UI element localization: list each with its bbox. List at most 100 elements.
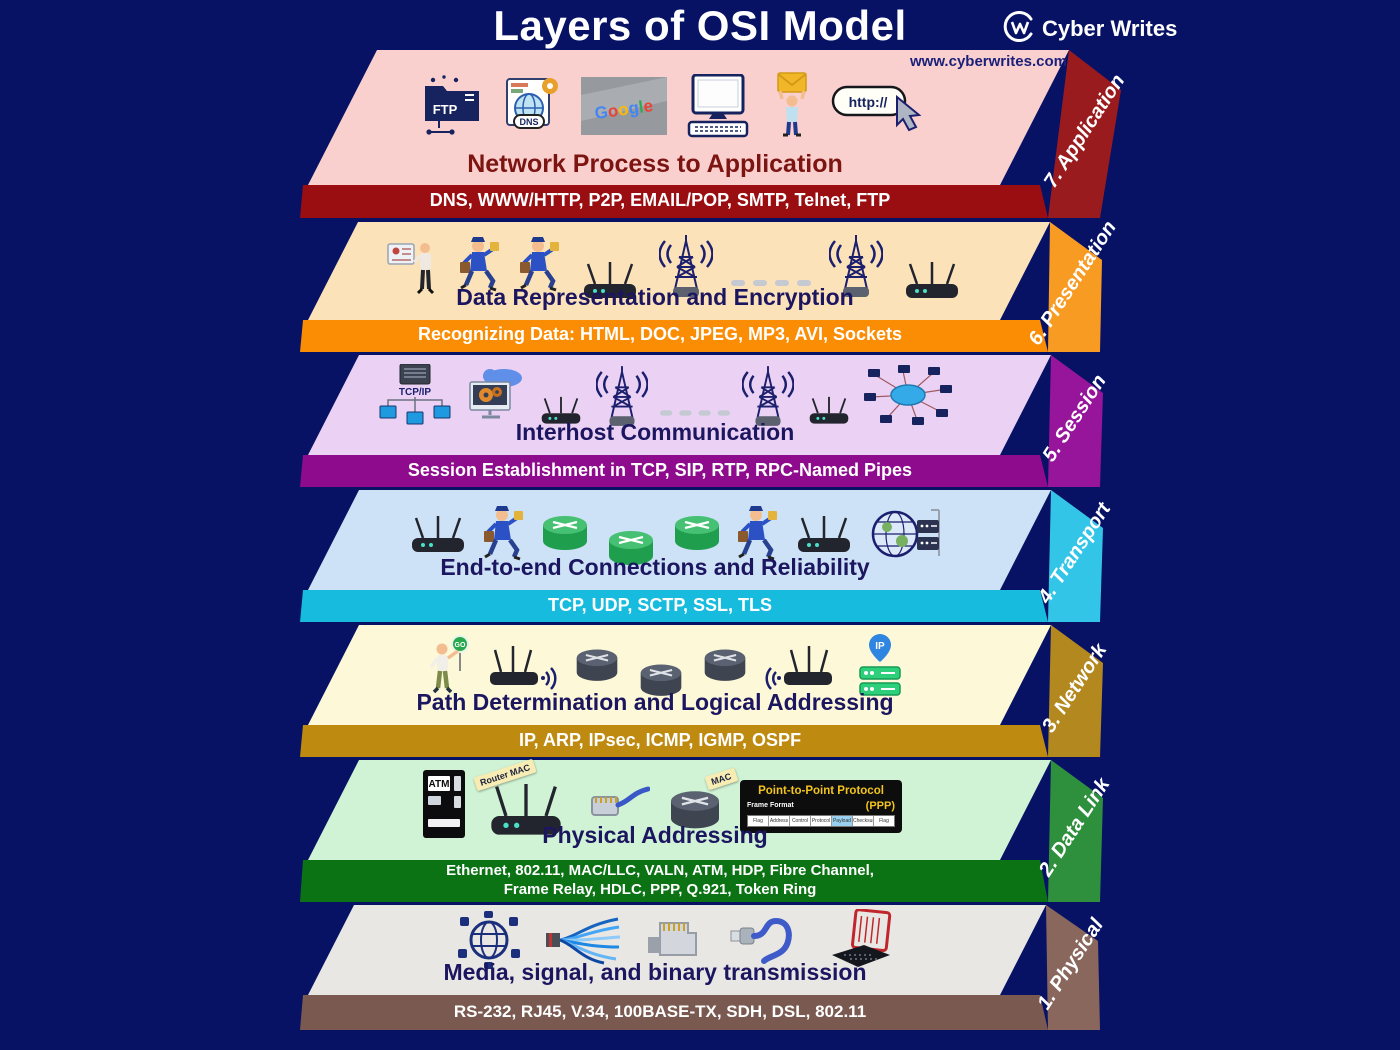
router-icon [407,514,469,561]
transport-icons-row [365,498,985,577]
radio-tower-icon [595,364,649,433]
svg-text:TCP/IP: TCP/IP [399,387,432,398]
svg-text:ATM: ATM [429,779,450,790]
router-icon [793,514,855,561]
layer-protocols: TCP, UDP, SCTP, SSL, TLS [547,595,773,615]
layer-protocols: Session Establishment in TCP, SIP, RTP, … [407,460,913,480]
ppp-frame-panel: Point-to-Point Protocol Frame Format (PP… [740,780,902,833]
layer-title: Path Determination and Logical Addressin… [416,689,894,715]
google-image-icon: Google [581,77,667,140]
usb-cable-icon [730,915,800,970]
layer-title: Interhost Communication [515,419,795,445]
wifi-router-icon [487,642,557,697]
layer-title: Media, signal, and binary transmission [443,959,867,985]
desktop-computer-icon [683,73,753,143]
layer-title: Physical Addressing [542,822,768,848]
page-title: Layers of OSI Model [493,2,907,49]
ppp-cell: Payload [832,815,853,826]
ppp-cell: Protocol [811,815,832,826]
radio-tower-icon [658,233,714,304]
svg-text:http://: http:// [849,94,888,110]
physical-icons-row [405,908,945,976]
svg-text:DNS: DNS [519,117,538,127]
layer-protocols: DNS, WWW/HTTP, P2P, EMAIL/POP, SMTP, Tel… [429,190,891,210]
running-mailman-icon [737,504,779,571]
ip-pin-servers-icon: IP [851,634,909,705]
layer-protocols: Ethernet, 802.11, MAC/LLC, VALN, ATM, HD… [310,861,1010,899]
svg-text:Google: Google [593,96,654,123]
mac-tag: MAC [704,767,738,791]
dark-switch-icon [573,646,621,693]
running-mailman-icon [519,235,561,302]
layer-protocols: IP, ARP, IPsec, ICMP, IGMP, OSPF [518,730,802,750]
monitor-gears-cloud-icon [464,366,526,431]
layer-protocols-line1: Ethernet, 802.11, MAC/LLC, VALN, ATM, HD… [446,862,874,879]
dns-icon: DNS [501,75,565,142]
ppp-title: Point-to-Point Protocol [758,785,884,798]
dark-switch-icon [637,661,685,708]
layer-protocols: Recognizing Data: HTML, DOC, JPEG, MP3, … [417,324,903,344]
link-dashes-icon [660,405,730,423]
ppp-abbr: (PPP) [865,799,895,812]
link-dashes-icon [731,275,811,293]
layer-datalink: ATM Router MAC [295,758,1135,902]
brand: Cyber Writes [1002,8,1177,49]
datalink-icons-row: ATM Router MAC [351,758,971,845]
session-icons-row: TCP/IP [355,363,975,434]
svg-text:FTP: FTP [433,102,458,117]
radio-tower-icon [828,233,884,304]
layer-network: GO [295,625,1135,757]
ppp-cell: Address [769,815,790,826]
router-icon [538,393,584,434]
ppp-frame-format-label: Frame Format [747,802,794,810]
ppp-cell: Flag [748,815,769,826]
ppp-cell: Checksum [853,815,874,826]
ppp-cell: Flag [874,815,894,826]
running-mailman-icon [483,504,525,571]
layer-session: TCP/IP [295,355,1135,487]
rj45-connector-icon [646,915,704,970]
brand-name: Cyber Writes [1042,15,1178,41]
go-sign-person-icon: GO [429,635,471,704]
layer-slab [300,50,1121,218]
circuit-antenna-icon [826,908,892,976]
presenter-at-screen-icon [387,236,441,301]
person-holding-email-icon [769,72,815,145]
running-mailman-icon [459,235,501,302]
layer-presentation: Data Representation and Encryption Recog… [295,217,1135,352]
ppp-cell: Control [790,815,811,826]
switch-icon [671,513,723,562]
svg-text:GO: GO [455,642,466,649]
ppp-frame-cells: Flag Address Control Protocol Payload Ch… [747,814,895,827]
radio-tower-icon [741,364,795,433]
router-mac-tag-icon: Router MAC [473,758,568,845]
switch-icon [605,528,657,577]
router-icon [901,260,963,307]
network-topology-icon [864,365,952,432]
switch-icon [539,513,591,562]
iot-globe-icon [458,911,520,974]
router-icon [806,393,852,434]
http-address-cursor-icon: http:// [831,77,931,140]
layer-title: End-to-end Connections and Reliability [440,554,870,580]
wifi-router-icon [765,642,835,697]
network-icons-row: GO [359,631,979,708]
tcpip-network-icon: TCP/IP [378,363,452,433]
layer-physical: Media, signal, and binary transmission R… [295,905,1135,1030]
layer-title: Network Process to Application [467,150,843,178]
atm-machine-icon: ATM [420,769,468,844]
layer-title: Data Representation and Encryption [456,284,854,310]
layer-protocols: RS-232, RJ45, V.34, 100BASE-TX, SDH, DSL… [453,1002,867,1021]
fiber-optic-cable-icon [546,915,621,970]
website-link[interactable]: www.cyberwrites.com [909,53,1067,70]
application-icons-row: FTP DNS [365,72,985,145]
svg-text:IP: IP [875,641,885,652]
ftp-folder-icon: FTP [419,74,485,143]
layer-protocols-line2: Frame Relay, HDLC, PPP, Q.921, Token Rin… [503,881,817,898]
layer-transport: End-to-end Connections and Reliability T… [295,490,1135,622]
presentation-icons-row [365,230,985,307]
cyberwrites-logo-icon [1002,8,1038,49]
router-icon [579,260,641,307]
ethernet-cable-icon [584,781,651,832]
switch-mac-tag-icon: MAC [666,767,738,841]
